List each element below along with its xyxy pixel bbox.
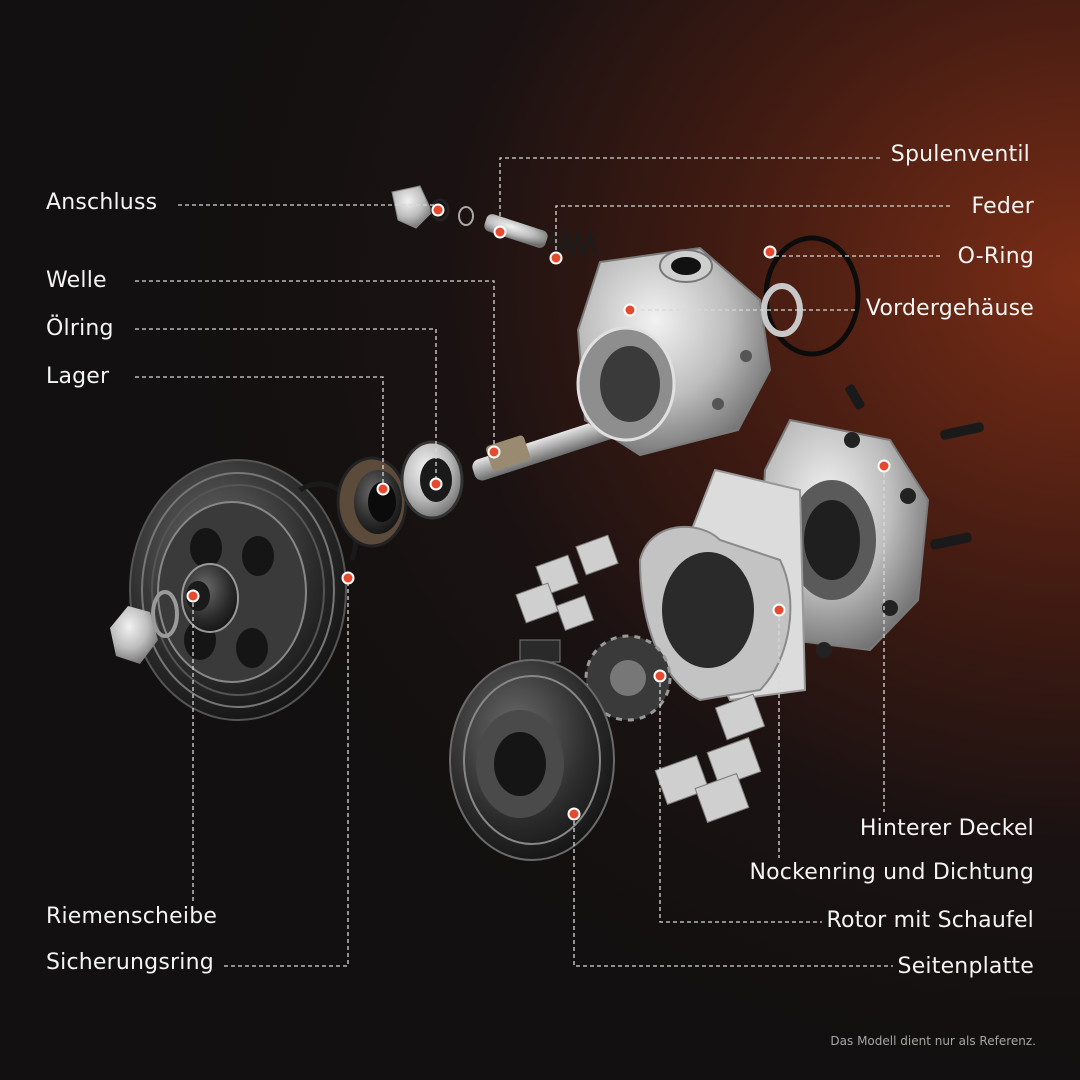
marker-dots	[186, 203, 891, 821]
label-seitenplatte: Seitenplatte	[897, 954, 1034, 979]
bolt-part	[845, 384, 984, 550]
pulley-part	[129, 459, 347, 721]
leader-seitenplatte	[573, 814, 893, 967]
shaft-part	[472, 417, 618, 481]
vane-parts	[515, 534, 766, 824]
leader-rotor	[659, 676, 822, 923]
label-anschluss: Anschluss	[46, 190, 158, 215]
spool-valve-part	[484, 214, 548, 248]
leader-oring	[769, 252, 940, 257]
marker-rotor	[653, 669, 667, 683]
marker-seitenplatte	[567, 807, 581, 821]
leader-lager	[135, 376, 384, 489]
label-welle: Welle	[46, 268, 107, 293]
label-spulenventil: Spulenventil	[890, 142, 1030, 167]
label-vordergehaeuse: Vordergehäuse	[865, 296, 1034, 321]
marker-welle	[487, 445, 501, 459]
label-feder: Feder	[971, 194, 1034, 219]
marker-anschluss	[431, 203, 445, 217]
leader-spulenventil	[499, 157, 880, 232]
label-rotor: Rotor mit Schaufel	[826, 908, 1034, 933]
label-oelring: Ölring	[46, 316, 114, 341]
marker-vordergehaeuse	[623, 303, 637, 317]
leader-feder	[555, 205, 950, 258]
spring-part	[546, 228, 598, 260]
bearing-part	[336, 456, 408, 548]
label-sicherungsring: Sicherungsring	[46, 950, 214, 975]
leader-oelring	[135, 328, 437, 484]
cap-nut-part	[110, 590, 179, 664]
marker-oring	[763, 245, 777, 259]
marker-spulenventil	[493, 225, 507, 239]
leader-lines	[135, 157, 950, 967]
rotor-part	[584, 634, 672, 722]
footnote: Das Modell dient nur als Referenz.	[830, 1034, 1036, 1048]
marker-sicherungsring	[341, 571, 355, 585]
marker-oelring	[429, 477, 443, 491]
marker-lager	[376, 482, 390, 496]
label-nockenring: Nockenring und Dichtung	[749, 860, 1034, 885]
marker-nockenring	[772, 603, 786, 617]
front-housing-part	[576, 246, 772, 457]
leader-welle	[135, 280, 495, 452]
label-hinterer-deckel: Hinterer Deckel	[859, 816, 1034, 841]
label-lager: Lager	[46, 364, 110, 389]
marker-hinterer-deckel	[877, 459, 891, 473]
label-oring: O-Ring	[957, 244, 1034, 269]
marker-riemenscheibe	[186, 589, 200, 603]
side-plate-part	[449, 659, 615, 861]
label-riemenscheibe: Riemenscheibe	[46, 904, 218, 929]
marker-feder	[549, 251, 563, 265]
connector-part	[391, 185, 474, 229]
cam-ring-part	[638, 468, 807, 702]
